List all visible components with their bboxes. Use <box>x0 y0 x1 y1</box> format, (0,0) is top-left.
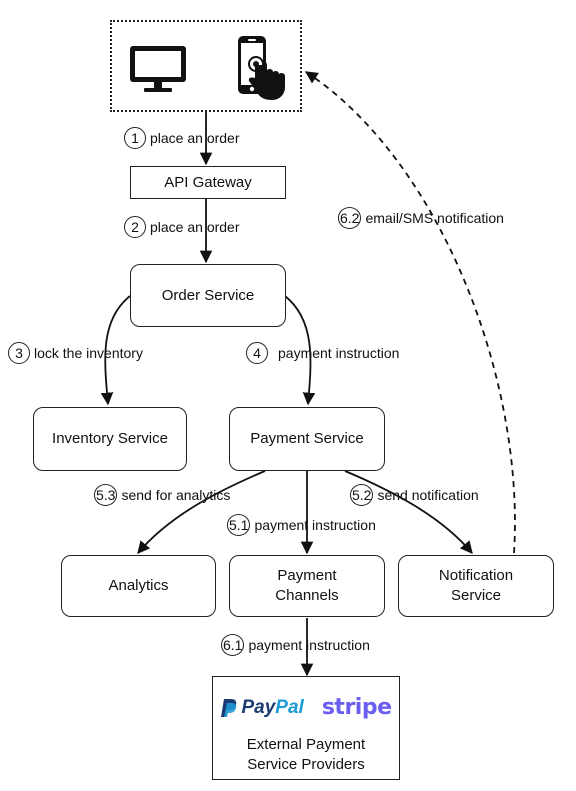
step-text: send for analytics <box>121 487 231 503</box>
payment-channels-box: Payment Channels <box>229 555 385 617</box>
desktop-monitor-icon <box>130 46 186 92</box>
step-number-badge: 3 <box>8 342 30 364</box>
step-5-3-label: 5.3 send for analytics <box>94 484 230 506</box>
arrow-order-to-inventory <box>100 295 131 406</box>
step-6-2-label: 6.2 email/SMS notification <box>338 207 504 229</box>
api-gateway-box: API Gateway <box>130 166 286 199</box>
payment-channels-label-line2: Channels <box>275 587 339 604</box>
step-4-label: 4 payment instruction <box>246 342 399 364</box>
step-text: email/SMS notification <box>365 210 504 226</box>
inventory-service-box: Inventory Service <box>33 407 187 471</box>
arrow-payment-to-notification <box>344 470 473 554</box>
step-text: place an order <box>150 130 240 146</box>
step-number-badge: 5.3 <box>94 484 118 506</box>
step-number-badge: 2 <box>124 216 146 238</box>
analytics-box: Analytics <box>61 555 216 617</box>
smartphone-touch-icon <box>238 36 285 100</box>
step-5-2-label: 5.2 send notification <box>350 484 479 506</box>
step-1-label: 1 place an order <box>124 127 240 149</box>
step-text: payment instruction <box>248 637 370 653</box>
step-number-badge: 6.2 <box>338 207 362 229</box>
step-number-badge: 4 <box>246 342 268 364</box>
providers-label-line2: Service Providers <box>247 756 365 773</box>
stripe-logo: stripe <box>321 695 392 720</box>
arrow-notification-to-clients <box>304 71 516 554</box>
provider-logos: PayPal stripe <box>213 695 399 720</box>
paypal-wordmark-pal: Pal <box>275 696 304 718</box>
external-payment-providers-box: PayPal stripe External Payment Service P… <box>212 676 400 780</box>
order-service-box: Order Service <box>130 264 286 327</box>
step-number-badge: 5.1 <box>227 514 251 536</box>
step-number-badge: 1 <box>124 127 146 149</box>
payment-channels-label-line1: Payment <box>277 567 337 584</box>
paypal-wordmark: PayPal <box>241 697 303 719</box>
providers-label-line1: External Payment <box>246 736 366 753</box>
notification-service-label-line2: Service <box>450 587 502 604</box>
step-number-badge: 6.1 <box>221 634 245 656</box>
payment-service-label: Payment Service <box>250 430 364 447</box>
clients-group <box>110 20 302 112</box>
analytics-label: Analytics <box>108 577 169 594</box>
notification-service-label-line1: Notification <box>438 567 514 584</box>
step-text: payment instruction <box>254 517 376 533</box>
order-service-label: Order Service <box>161 286 255 304</box>
arrow-payment-to-analytics <box>137 470 266 554</box>
payment-service-box: Payment Service <box>229 407 385 471</box>
step-text: lock the inventory <box>34 345 143 361</box>
step-number-badge: 5.2 <box>350 484 374 506</box>
api-gateway-label: API Gateway <box>164 173 252 191</box>
paypal-wordmark-pay: Pay <box>241 696 276 718</box>
step-6-1-label: 6.1 payment instruction <box>221 634 370 656</box>
step-text: send notification <box>377 487 479 503</box>
providers-label: External Payment Service Providers <box>213 735 399 775</box>
step-text: place an order <box>150 219 240 235</box>
step-2-label: 2 place an order <box>124 216 240 238</box>
step-text: payment instruction <box>278 345 400 361</box>
notification-service-box: Notification Service <box>398 555 554 617</box>
step-3-label: 3 lock the inventory <box>8 342 143 364</box>
paypal-p-icon <box>221 698 237 717</box>
inventory-service-label: Inventory Service <box>52 430 168 447</box>
arrow-order-to-payment <box>284 295 316 406</box>
paypal-logo: PayPal <box>220 697 304 719</box>
step-5-1-label: 5.1 payment instruction <box>227 514 376 536</box>
